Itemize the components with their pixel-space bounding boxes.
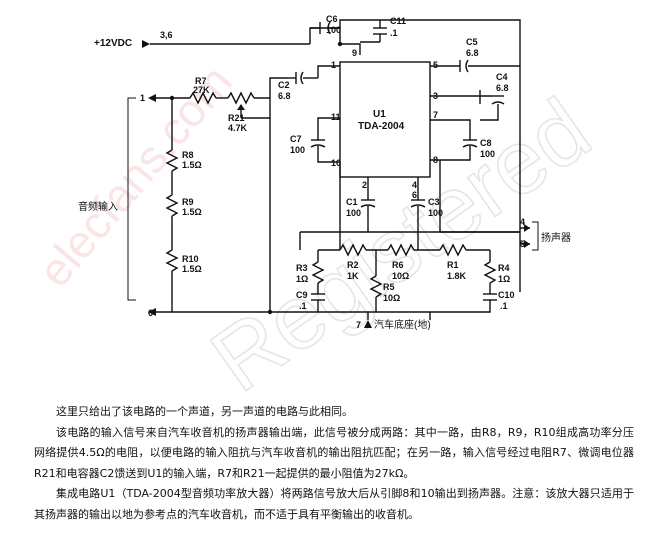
c11-name: C11 [390, 16, 406, 26]
r1-name: R1 [447, 260, 459, 270]
watermark-site: elecfans.com [28, 55, 242, 296]
pin-11-label: 11 [331, 112, 341, 122]
r10-value: 1.5Ω [182, 264, 202, 274]
r9-name: R9 [182, 197, 194, 207]
r21-name: R21 [228, 113, 245, 123]
description-text: 这里只给出了该电路的一个声道，另一声道的电路与此相同。 该电路的输入信号来自汽车… [34, 402, 634, 525]
r4-value: 1Ω [498, 274, 510, 284]
c6-name: C6 [326, 14, 338, 24]
supply-label: +12VDC [94, 38, 132, 49]
c5-capacitor [459, 59, 469, 73]
r8-value: 1.5Ω [182, 160, 202, 170]
c1-name: C1 [346, 197, 358, 207]
r8-resistor [165, 149, 179, 172]
speaker-pin-4: 4 [520, 217, 525, 227]
description-paragraph-2: 该电路的输入信号来自汽车收音机的扬声器输出端，此信号被分成两路：其中一路，由R8… [34, 425, 634, 480]
c2-value: 6.8 [278, 91, 291, 101]
r5-resistor [369, 275, 383, 298]
r4-name: R4 [498, 263, 510, 273]
r7-value: 27K [193, 85, 210, 95]
r7-resistor [189, 91, 217, 105]
c7-name: C7 [290, 134, 302, 144]
c1-capacitor [360, 199, 376, 208]
r21-value: 4.7K [228, 123, 248, 133]
pin-9-label: 9 [352, 48, 357, 58]
r9-value: 1.5Ω [182, 207, 202, 217]
pin-4-label: 4 [412, 180, 417, 190]
r2-resistor [339, 243, 367, 257]
circuit-schematic: elecfans.com Registered +12VDC 3,6 C6 10… [28, 14, 609, 400]
r2-value: 1K [347, 271, 359, 281]
r21-potentiometer [227, 91, 255, 118]
c8-value: 100 [480, 149, 495, 159]
c6-capacitor [310, 21, 340, 35]
c4-capacitor [491, 95, 505, 105]
r4-resistor [483, 261, 497, 284]
r1-resistor [439, 243, 467, 257]
r5-name: R5 [383, 282, 395, 292]
ground-pin: 7 [356, 320, 361, 330]
ground-label: 汽车底座(地) [374, 318, 431, 331]
c8-capacitor [462, 139, 478, 148]
pin-7-label: 7 [433, 110, 438, 120]
c10-name: C10 [498, 290, 515, 300]
description-paragraph-1: 这里只给出了该电路的一个声道，另一声道的电路与此相同。 [56, 405, 353, 418]
input-pin-1: 1 [140, 93, 145, 103]
c11-value: .1 [390, 28, 398, 38]
input-label: 音频输入 [78, 200, 118, 213]
description-paragraph-3: 集成电路U1（TDA-2004型音频功率放大器）将两路信号放大后从引脚8和10输… [34, 487, 634, 521]
r3-resistor [311, 261, 325, 284]
c3-name: C3 [428, 197, 440, 207]
r3-value: 1Ω [296, 274, 308, 284]
r3-name: R3 [296, 263, 308, 273]
c3-capacitor [410, 199, 426, 208]
speaker-label: 扬声器 [541, 231, 571, 244]
c8-name: C8 [480, 138, 492, 148]
r6-name: R6 [392, 260, 404, 270]
c10-value: .1 [500, 301, 508, 311]
pin-1-label: 1 [331, 60, 336, 70]
r9-resistor [165, 194, 179, 217]
supply-pin-label: 3,6 [160, 30, 173, 40]
r6-value: 10Ω [392, 271, 409, 281]
ic-part: TDA-2004 [358, 121, 405, 132]
pin-2-label: 2 [362, 180, 367, 190]
r7-name: R7 [195, 76, 207, 86]
r5-value: 10Ω [383, 293, 400, 303]
r1-value: 1.8K [447, 271, 467, 281]
c10-capacitor [483, 293, 497, 301]
c9-value: .1 [299, 301, 307, 311]
c5-value: 6.8 [466, 48, 479, 58]
c3-value: 100 [428, 208, 443, 218]
c4-name: C4 [496, 72, 508, 82]
pin-10-label: 10 [331, 158, 341, 168]
c5-name: C5 [466, 37, 478, 47]
c2-capacitor [288, 71, 318, 85]
pin-6-label: 6 [412, 190, 417, 200]
c2-name: C2 [278, 80, 290, 90]
c4-value: 6.8 [496, 83, 509, 93]
c7-capacitor [310, 139, 326, 148]
r10-name: R10 [182, 254, 199, 264]
c1-value: 100 [346, 208, 361, 218]
r2-name: R2 [347, 260, 359, 270]
c11-capacitor [373, 20, 387, 42]
r10-resistor [165, 249, 179, 272]
c6-value: 100 [326, 25, 341, 35]
c7-value: 100 [290, 145, 305, 155]
r6-resistor [387, 243, 415, 257]
c9-name: C9 [296, 290, 308, 300]
supply-arrow [142, 40, 150, 48]
r8-name: R8 [182, 150, 194, 160]
ic-ref: U1 [373, 109, 386, 120]
pin-5-label: 5 [433, 60, 438, 70]
